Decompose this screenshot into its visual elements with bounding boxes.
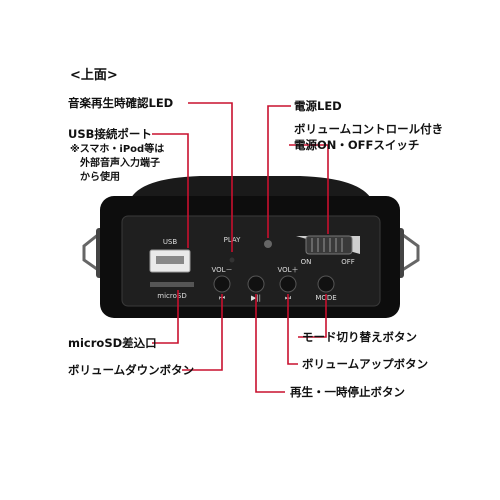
volume-down-button [213, 275, 231, 293]
on-text: ON [301, 258, 312, 266]
usb-note-line-3: から使用 [80, 172, 120, 183]
off-text: OFF [341, 258, 355, 266]
leader-usb [152, 133, 189, 248]
usb-note-line-2: 外部音声入力端子 [80, 158, 160, 169]
label-mode: モード切り替えボタン [302, 330, 417, 344]
microsd-slot [150, 282, 194, 287]
leader-microsd [152, 290, 179, 344]
play-pause-button [247, 275, 265, 293]
leader-mode [298, 294, 327, 338]
speaker-grille [130, 176, 372, 200]
leader-power-led [267, 105, 291, 238]
volume-up-button [279, 275, 297, 293]
vol-minus-text: VOL－ [211, 266, 232, 274]
label-microsd: microSD差込口 [68, 336, 157, 350]
right-hinge [395, 228, 420, 276]
label-volume-up: ボリュームアップボタン [302, 357, 429, 371]
vol-plus-text: VOL＋ [277, 266, 298, 274]
section-title: <上面> [70, 68, 118, 83]
mode-button [317, 275, 335, 293]
label-power-led: 電源LED [294, 99, 342, 113]
power-led [264, 240, 272, 248]
leader-play-pause [255, 294, 285, 393]
leader-volume-power [289, 144, 329, 234]
leader-volume-up [287, 294, 298, 365]
label-play-pause: 再生・一時停止ボタン [290, 385, 405, 399]
label-volume-down: ボリュームダウンボタン [68, 363, 195, 377]
microsd-text: microSD [157, 292, 186, 300]
usb-text: USB [163, 238, 178, 246]
label-usb-port: USB接続ポート [68, 127, 152, 141]
volume-wheel [305, 235, 353, 255]
usb-note-line-1: ※スマホ・iPod等は [70, 144, 165, 155]
label-volume-power-line-1: ボリュームコントロール付き [294, 122, 444, 136]
left-hinge [82, 228, 105, 276]
play-led [229, 257, 235, 263]
label-volume-power-line-2: 電源ON・OFFスイッチ [294, 138, 420, 152]
leader-play-led [188, 102, 233, 252]
label-play-led: 音楽再生時確認LED [68, 96, 174, 110]
leader-volume-down [182, 294, 223, 371]
